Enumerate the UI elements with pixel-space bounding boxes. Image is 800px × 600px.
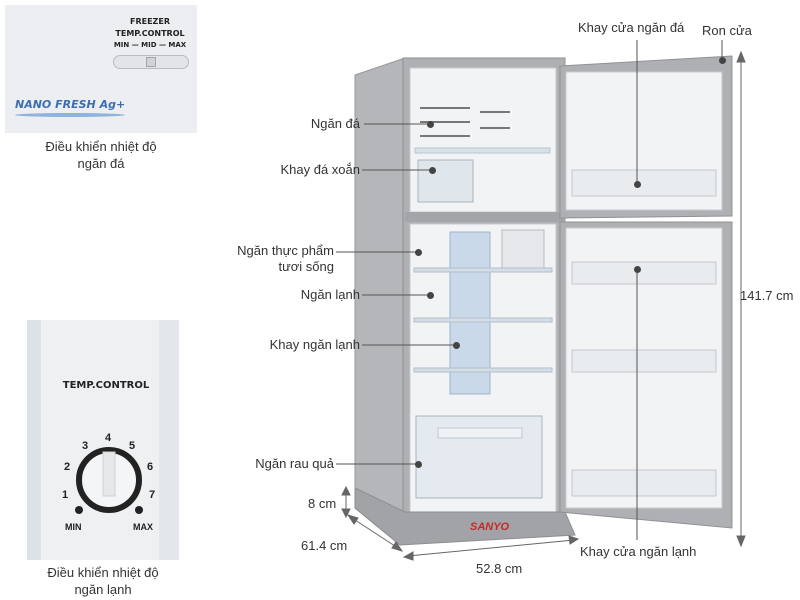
dim-width-arrow-a xyxy=(402,551,414,561)
air-duct xyxy=(449,231,491,395)
dimension-lines xyxy=(341,50,746,561)
freezer-slider xyxy=(113,55,189,69)
dot-ron-cua xyxy=(719,57,726,64)
freezer-slider-knob xyxy=(146,57,156,67)
logo-swoosh xyxy=(15,113,125,117)
label-khay-cua-ngan-da: Khay cửa ngăn đá xyxy=(578,20,685,35)
panel-right-rail xyxy=(159,320,179,560)
label-ngan-thuc-pham-line2: tươi sống xyxy=(278,259,334,274)
dial-number-7: 7 xyxy=(149,489,155,501)
nano-fresh-logo-text: NANO FRESH Ag+ xyxy=(15,98,126,111)
fridge-caption-line1: Điều khiển nhiệt độ xyxy=(47,565,159,580)
dim-depth-arrow-a xyxy=(346,514,359,525)
nano-fresh-logo: NANO FRESH Ag+ xyxy=(15,95,155,121)
dot-khay-cua-ngan-lanh xyxy=(634,266,641,273)
freezer-panel-subtitle: TEMP.CONTROL xyxy=(115,29,185,38)
freezer-control-caption: Điều khiển nhiệt độ ngăn đá xyxy=(5,138,197,172)
dial-min-label: MIN xyxy=(65,522,82,532)
label-khay-cua-ngan-lanh: Khay cửa ngăn lạnh xyxy=(580,544,697,559)
dim-depth-label: 61.4 cm xyxy=(301,538,348,553)
dim-height-arrow-bottom xyxy=(736,535,746,548)
freezer-divider xyxy=(405,212,565,222)
label-ron-cua: Ron cửa xyxy=(702,23,752,38)
dot-ngan-lanh xyxy=(427,292,434,299)
label-ngan-da: Ngăn đá xyxy=(310,116,360,131)
dial-number-5: 5 xyxy=(129,440,135,452)
cabinet-base xyxy=(354,487,576,546)
fridge-door-shelf-1 xyxy=(571,261,717,285)
temperature-dial: 1 2 3 4 5 6 7 MIN MAX xyxy=(62,432,155,532)
dial-max-label: MAX xyxy=(133,522,153,532)
fridge-panel-title: TEMP.CONTROL xyxy=(62,380,150,391)
freezer-panel-scale: MIN — MID — MAX xyxy=(113,41,187,49)
freezer-shelf xyxy=(414,147,551,154)
freezer-caption-line2: ngăn đá xyxy=(77,156,125,171)
freezer-vents xyxy=(420,107,510,137)
label-ngan-rau-qua: Ngăn rau quả xyxy=(255,456,334,471)
sanyo-logo: SANYO xyxy=(470,521,510,533)
dot-khay-da-xoan xyxy=(429,167,436,174)
crisper-handle xyxy=(437,427,523,439)
dial-number-4: 4 xyxy=(105,432,112,444)
dial-grip xyxy=(102,451,116,497)
dial-number-2: 2 xyxy=(64,461,70,473)
dim-base-arrow-bottom xyxy=(341,508,351,519)
fridge-door-shelf-2 xyxy=(571,349,717,373)
fridge-control-panel: TEMP.CONTROL 1 2 3 4 5 6 7 MIN MAX xyxy=(27,320,179,560)
fridge-shelf-2 xyxy=(413,317,553,323)
dot-khay-cua-ngan-da xyxy=(634,181,641,188)
label-ngan-thuc-pham-line1: Ngăn thực phẩm xyxy=(237,243,334,258)
dial-number-3: 3 xyxy=(82,440,88,452)
dot-khay-ngan-lanh xyxy=(453,342,460,349)
fridge-door-shelf-3 xyxy=(571,469,717,497)
fridge-shelf-1 xyxy=(413,267,553,273)
ice-twist-tray xyxy=(417,159,474,203)
dial-number-6: 6 xyxy=(147,461,153,473)
dim-width-line xyxy=(407,539,575,557)
control-box xyxy=(501,229,545,271)
dim-base-label: 8 cm xyxy=(308,496,337,511)
label-ngan-lanh: Ngăn lạnh xyxy=(300,287,360,302)
dim-height-label: 141.7 cm xyxy=(740,288,794,303)
fridge-caption-line2: ngăn lạnh xyxy=(74,582,132,597)
freezer-caption-line1: Điều khiển nhiệt độ xyxy=(45,139,157,154)
dim-depth-line xyxy=(351,517,399,549)
fridge-shelf-3 xyxy=(413,367,553,373)
label-ngan-thuc-pham: Ngăn thực phẩm tươi sống xyxy=(210,243,334,275)
dim-depth-arrow-b xyxy=(391,541,404,552)
dial-mark-max xyxy=(135,506,143,514)
cabinet-side xyxy=(354,57,406,546)
leader-lines xyxy=(336,40,723,540)
freezer-control-panel: FREEZER TEMP.CONTROL MIN — MID — MAX NAN… xyxy=(5,5,197,133)
dial-mark-min xyxy=(75,506,83,514)
label-khay-ngan-lanh: Khay ngăn lạnh xyxy=(269,337,360,352)
dim-height-arrow-top xyxy=(736,50,746,63)
freezer-door-shelf xyxy=(571,169,717,197)
dial-number-1: 1 xyxy=(62,489,68,501)
dot-ngan-thuc-pham xyxy=(415,249,422,256)
panel-left-rail xyxy=(27,320,41,560)
fridge-control-caption: Điều khiển nhiệt độ ngăn lạnh xyxy=(20,564,186,598)
dim-width-arrow-b xyxy=(568,535,580,545)
freezer-panel-title: FREEZER xyxy=(130,17,170,26)
dim-base-arrow-top xyxy=(341,485,351,496)
dot-ngan-da xyxy=(427,121,434,128)
dot-ngan-rau-qua xyxy=(415,461,422,468)
label-khay-da-xoan: Khay đá xoắn xyxy=(280,162,360,177)
dim-width-label: 52.8 cm xyxy=(476,561,523,576)
